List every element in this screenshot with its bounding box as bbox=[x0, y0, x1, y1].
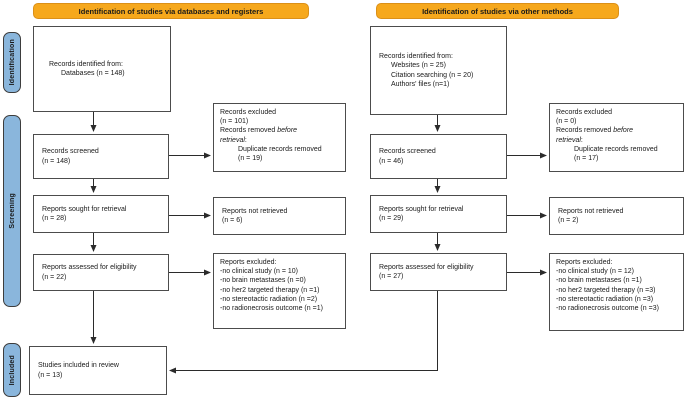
box-line: -no clinical study (n = 12) bbox=[556, 268, 635, 276]
box-line: Reports not retrieved bbox=[222, 207, 288, 215]
phase-label: Identification bbox=[8, 39, 16, 86]
box-line-text: : bbox=[244, 136, 247, 144]
box-studies-included: Studies included in review (n = 13) bbox=[29, 346, 167, 395]
box-line-italic: before bbox=[613, 127, 634, 135]
box-line: Reports excluded: bbox=[220, 259, 277, 266]
box-line: -no her2 targeted therapy (n =1) bbox=[220, 286, 320, 294]
banner-label: Identification of studies via databases … bbox=[78, 6, 264, 16]
box-line: (n = 19) bbox=[238, 155, 263, 163]
box-line-text: Records removed bbox=[220, 127, 278, 135]
box-line: (n = 2) bbox=[558, 217, 579, 224]
box-line: -no her2 targeted therapy (n =3) bbox=[556, 286, 656, 294]
box-line: (n = 148) bbox=[42, 157, 71, 165]
box-line: Reports sought for retrieval bbox=[379, 205, 464, 213]
box-reports-excluded-databases: Reports excluded: -no clinical study (n … bbox=[213, 253, 346, 329]
banner-databases-registers: Identification of studies via databases … bbox=[33, 3, 309, 19]
box-line: -no radionecrosis outcome (n =3) bbox=[556, 305, 659, 313]
box-line: (n = 17) bbox=[574, 155, 599, 163]
box-line: -no stereotactic radiation (n =3) bbox=[556, 295, 654, 303]
box-reports-assessed-databases: Reports assessed for eligibility (n = 22… bbox=[33, 254, 169, 291]
box-line: Duplicate records removed bbox=[574, 145, 658, 153]
box-reports-assessed-other: Reports assessed for eligibility (n = 27… bbox=[370, 253, 507, 291]
sidebar-included-label: Included bbox=[3, 343, 21, 397]
box-line: Records screened bbox=[42, 148, 99, 156]
box-records-identified-databases: Records identified from: Databases (n = … bbox=[33, 26, 171, 112]
box-records-screened-other: Records screened (n = 46) bbox=[370, 134, 507, 179]
box-line: (n = 0) bbox=[556, 118, 577, 126]
box-records-identified-other: Records identified from: Websites (n = 2… bbox=[370, 26, 507, 115]
box-line: -no stereotactic radiation (n =2) bbox=[220, 295, 318, 303]
box-line: (n = 28) bbox=[42, 215, 67, 222]
box-line: -no brain metastases (n =1) bbox=[556, 277, 642, 285]
box-line: Records identified from: bbox=[49, 60, 123, 68]
box-line: Citation searching (n = 20) bbox=[391, 71, 474, 79]
box-line: Records removed before bbox=[556, 126, 679, 135]
box-line: Reports assessed for eligibility bbox=[379, 263, 474, 271]
box-line: (n = 29) bbox=[379, 215, 404, 222]
box-line: Websites (n = 25) bbox=[391, 62, 446, 70]
box-line-italic: before bbox=[277, 127, 298, 135]
phase-label: Screening bbox=[8, 193, 16, 229]
box-line-text: : bbox=[580, 136, 583, 144]
box-line-text: Records removed bbox=[556, 127, 614, 135]
box-line-italic: retrieval bbox=[220, 136, 245, 144]
box-records-excluded-databases: Records excluded (n = 101) Records remov… bbox=[213, 103, 346, 172]
banner-label: Identification of studies via other meth… bbox=[422, 6, 573, 16]
box-reports-sought-other: Reports sought for retrieval (n = 29) bbox=[370, 195, 507, 233]
box-line: Records screened bbox=[379, 148, 436, 156]
box-line: Records excluded bbox=[220, 109, 277, 116]
box-line: Databases (n = 148) bbox=[61, 70, 125, 77]
box-line: -no brain metastases (n =0) bbox=[220, 277, 306, 285]
box-line: Studies included in review bbox=[38, 362, 119, 370]
box-line: (n = 6) bbox=[222, 217, 243, 224]
box-line: (n = 22) bbox=[42, 273, 67, 281]
box-line-italic: retrieval bbox=[556, 136, 581, 144]
box-line: Reports excluded: bbox=[556, 259, 613, 266]
banner-other-methods: Identification of studies via other meth… bbox=[376, 3, 619, 19]
box-reports-not-retrieved-databases: Reports not retrieved (n = 6) bbox=[213, 197, 346, 235]
box-line: Duplicate records removed bbox=[238, 145, 322, 153]
box-records-screened-databases: Records screened (n = 148) bbox=[33, 134, 169, 179]
box-line: -no clinical study (n = 10) bbox=[220, 268, 299, 276]
box-line: retrieval: bbox=[220, 136, 341, 145]
box-line: Reports not retrieved bbox=[558, 207, 624, 215]
box-line: Authors' files (n=1) bbox=[391, 80, 450, 88]
box-line: Records excluded bbox=[556, 109, 613, 116]
box-line: retrieval: bbox=[556, 136, 679, 145]
box-line: Records identified from: bbox=[379, 53, 453, 61]
sidebar-identification-label: Identification bbox=[3, 32, 21, 93]
phase-label: Included bbox=[8, 354, 16, 386]
box-line: (n = 27) bbox=[379, 273, 404, 280]
box-line: -no radionecrosis outcome (n =1) bbox=[220, 305, 323, 313]
sidebar-screening-label: Screening bbox=[3, 115, 21, 307]
box-line: Records removed before bbox=[220, 126, 341, 135]
box-records-excluded-other: Records excluded (n = 0) Records removed… bbox=[549, 103, 684, 172]
box-reports-sought-databases: Reports sought for retrieval (n = 28) bbox=[33, 195, 169, 233]
box-line: (n = 13) bbox=[38, 371, 63, 379]
box-line: Reports assessed for eligibility bbox=[42, 264, 137, 272]
box-reports-excluded-other: Reports excluded: -no clinical study (n … bbox=[549, 253, 684, 331]
box-line: (n = 101) bbox=[220, 118, 249, 126]
box-line: (n = 46) bbox=[379, 157, 404, 165]
box-reports-not-retrieved-other: Reports not retrieved (n = 2) bbox=[549, 197, 684, 235]
box-line: Reports sought for retrieval bbox=[42, 205, 127, 213]
